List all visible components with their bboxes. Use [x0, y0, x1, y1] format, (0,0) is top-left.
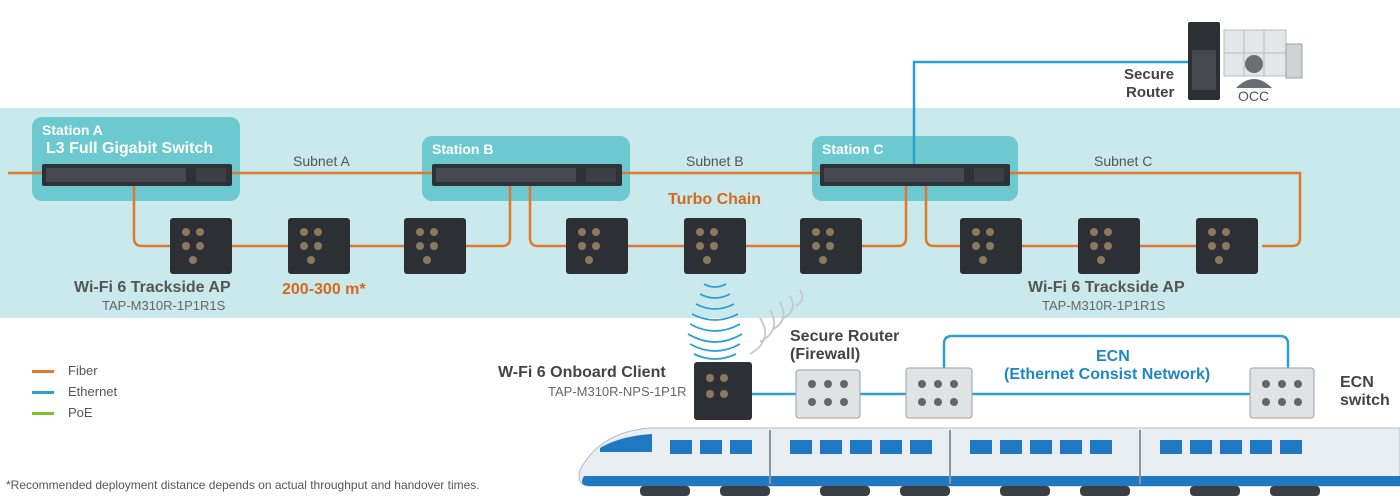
fiber-ring-c — [924, 186, 1196, 248]
fiber-ring-a — [132, 186, 512, 248]
secure-router-top-label-2: Router — [1126, 84, 1175, 101]
wifi-signal-waves-secondary — [749, 289, 804, 355]
fiber-ring-b — [528, 186, 908, 248]
trackside-ap-left-model: TAP-M310R-1P1R1S — [102, 298, 226, 313]
ecn-ring-line — [942, 334, 1290, 368]
onboard-client-model: TAP-M310R-NPS-1P1R — [548, 384, 687, 399]
legend-fiber-swatch — [32, 370, 54, 373]
station-c-label: Station C — [822, 141, 884, 157]
subnet-c-label: Subnet C — [1094, 153, 1153, 169]
station-b-label: Station B — [432, 141, 494, 157]
station-c-switch — [820, 164, 1010, 186]
firewall-label-2: (Firewall) — [790, 346, 861, 363]
ecn-label-2: (Ethernet Consist Network) — [1004, 366, 1211, 383]
ecn-switch-label-2: switch — [1340, 392, 1390, 409]
station-a-subtitle: L3 Full Gigabit Switch — [46, 140, 214, 157]
secure-router-top-device — [1188, 22, 1220, 100]
trackside-ap-right-model: TAP-M310R-1P1R1S — [1042, 298, 1166, 313]
trackside-ap-ports — [182, 228, 1230, 264]
onboard-client-title: W-Fi 6 Onboard Client — [498, 364, 666, 381]
firewall-label-1: Secure Router — [790, 328, 900, 345]
trackside-ap-right-title: Wi-Fi 6 Trackside AP — [1028, 279, 1185, 296]
trackside-ap-left-title: Wi-Fi 6 Trackside AP — [74, 279, 231, 296]
wifi-signal-waves — [687, 283, 743, 360]
footnote: *Recommended deployment distance depends… — [6, 478, 480, 492]
distance-label: 200-300 m* — [282, 281, 366, 298]
station-a-label: Station A — [42, 122, 103, 138]
legend-ethernet-label: Ethernet — [68, 384, 118, 399]
fiber-backbone-line — [8, 171, 1302, 248]
legend-fiber-label: Fiber — [68, 363, 98, 378]
train-illustration — [578, 427, 1400, 496]
occ-label: OCC — [1238, 88, 1270, 104]
secure-router-top-label-1: Secure — [1124, 66, 1175, 83]
turbo-chain-label: Turbo Chain — [668, 191, 762, 208]
ecn-label-1: ECN — [1096, 348, 1130, 365]
ethernet-uplink-line — [912, 60, 1188, 172]
station-a-box — [32, 117, 240, 201]
firewall-router-device — [795, 369, 861, 419]
occ-workstation — [1223, 29, 1303, 88]
ecn-switch-label-1: ECN — [1340, 374, 1374, 391]
station-a-switch — [42, 164, 232, 186]
legend-poe-swatch — [32, 412, 54, 415]
legend-ethernet-swatch — [32, 391, 54, 394]
subnet-b-label: Subnet B — [686, 153, 744, 169]
ecn-switch-left-device — [905, 367, 973, 419]
ecn-switch-right-device — [1249, 367, 1315, 419]
legend-poe-label: PoE — [68, 405, 93, 420]
subnet-a-label: Subnet A — [293, 153, 350, 169]
station-b-switch — [432, 164, 622, 186]
onboard-client-device — [694, 362, 752, 420]
